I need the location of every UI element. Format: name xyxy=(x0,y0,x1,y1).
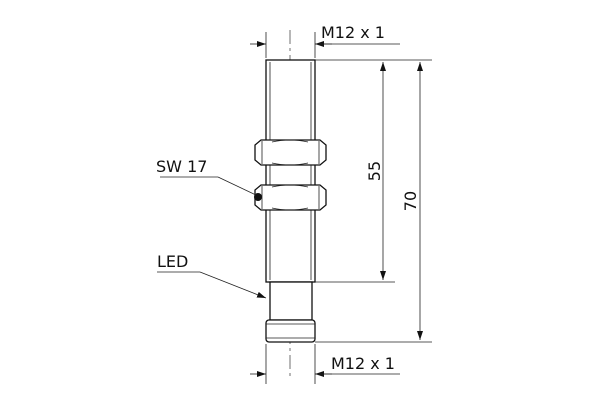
dimension-70-label: 70 xyxy=(401,191,420,211)
upper-nut xyxy=(254,139,327,166)
led-callout: LED xyxy=(157,252,267,299)
wrench-size-label: SW 17 xyxy=(156,157,207,176)
connector xyxy=(265,319,316,343)
top-thread-label: M12 x 1 xyxy=(321,23,385,42)
dimension-70: 70 xyxy=(315,59,432,343)
dimension-55-label: 55 xyxy=(365,161,384,181)
lower-nut xyxy=(254,184,327,211)
led-label: LED xyxy=(157,252,188,271)
top-thread-dimension: M12 x 1 xyxy=(250,23,400,58)
dimension-55: 55 xyxy=(315,59,395,283)
led-section xyxy=(269,281,313,321)
wrench-size-callout: SW 17 xyxy=(156,157,257,196)
bottom-thread-label: M12 x 1 xyxy=(331,354,395,373)
sensor-body xyxy=(265,59,316,283)
bottom-thread-dimension: M12 x 1 xyxy=(250,344,400,384)
